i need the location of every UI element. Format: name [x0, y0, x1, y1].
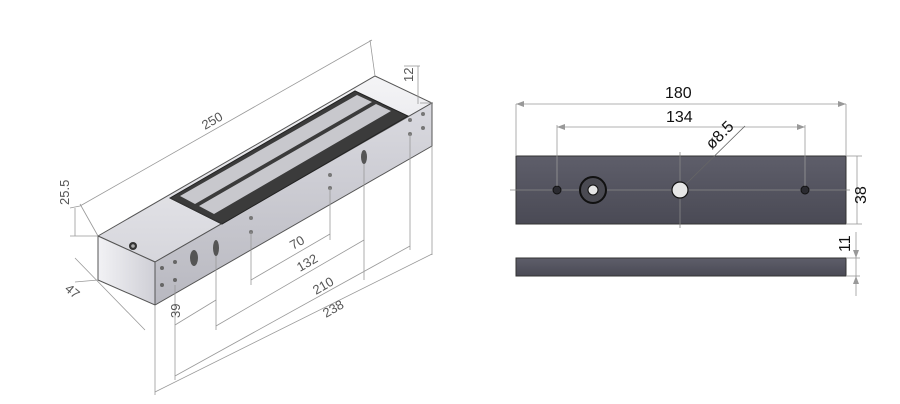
- end-hole: [173, 278, 177, 282]
- front-slot: [361, 150, 367, 164]
- front-hole: [249, 216, 253, 220]
- dim-70-label: 70: [287, 232, 307, 252]
- isometric-view: 250 12 25.5 47 39 70 132 21: [57, 39, 434, 395]
- dim-210-label: 210: [310, 274, 336, 298]
- plate-width-label: 38: [853, 186, 870, 204]
- front-slot: [213, 240, 219, 256]
- dim-250-label: 250: [199, 109, 225, 133]
- dim-132-label: 132: [294, 251, 320, 275]
- plate-views: 180 134 ø8.5 38 11: [510, 85, 870, 296]
- dim-39-label: 39: [168, 304, 183, 318]
- front-hole: [328, 173, 332, 177]
- front-slot: [190, 250, 198, 266]
- dim-47-label: 47: [62, 281, 83, 302]
- hole-spacing-label: 134: [666, 109, 693, 126]
- plate-thickness-label: 11: [837, 235, 854, 252]
- plate-small-hole: [800, 185, 810, 195]
- end-hole: [160, 266, 164, 270]
- dim-238-label: 238: [320, 297, 346, 321]
- front-hole: [421, 112, 425, 116]
- end-hole: [173, 260, 177, 264]
- plate-length-label: 180: [665, 85, 692, 102]
- plate-center-hole: [671, 181, 689, 199]
- dim-25-5-label: 25.5: [57, 180, 72, 205]
- front-hole: [408, 118, 412, 122]
- end-hole: [160, 283, 164, 287]
- magnet-core-face-2: [199, 104, 391, 214]
- plate-side-view: [515, 257, 847, 277]
- dim-12-label: 12: [401, 68, 416, 82]
- front-hole: [421, 126, 425, 130]
- hole-diameter-label: ø8.5: [703, 118, 738, 153]
- magnet-core-face-1: [180, 95, 372, 204]
- plate-small-hole: [552, 185, 562, 195]
